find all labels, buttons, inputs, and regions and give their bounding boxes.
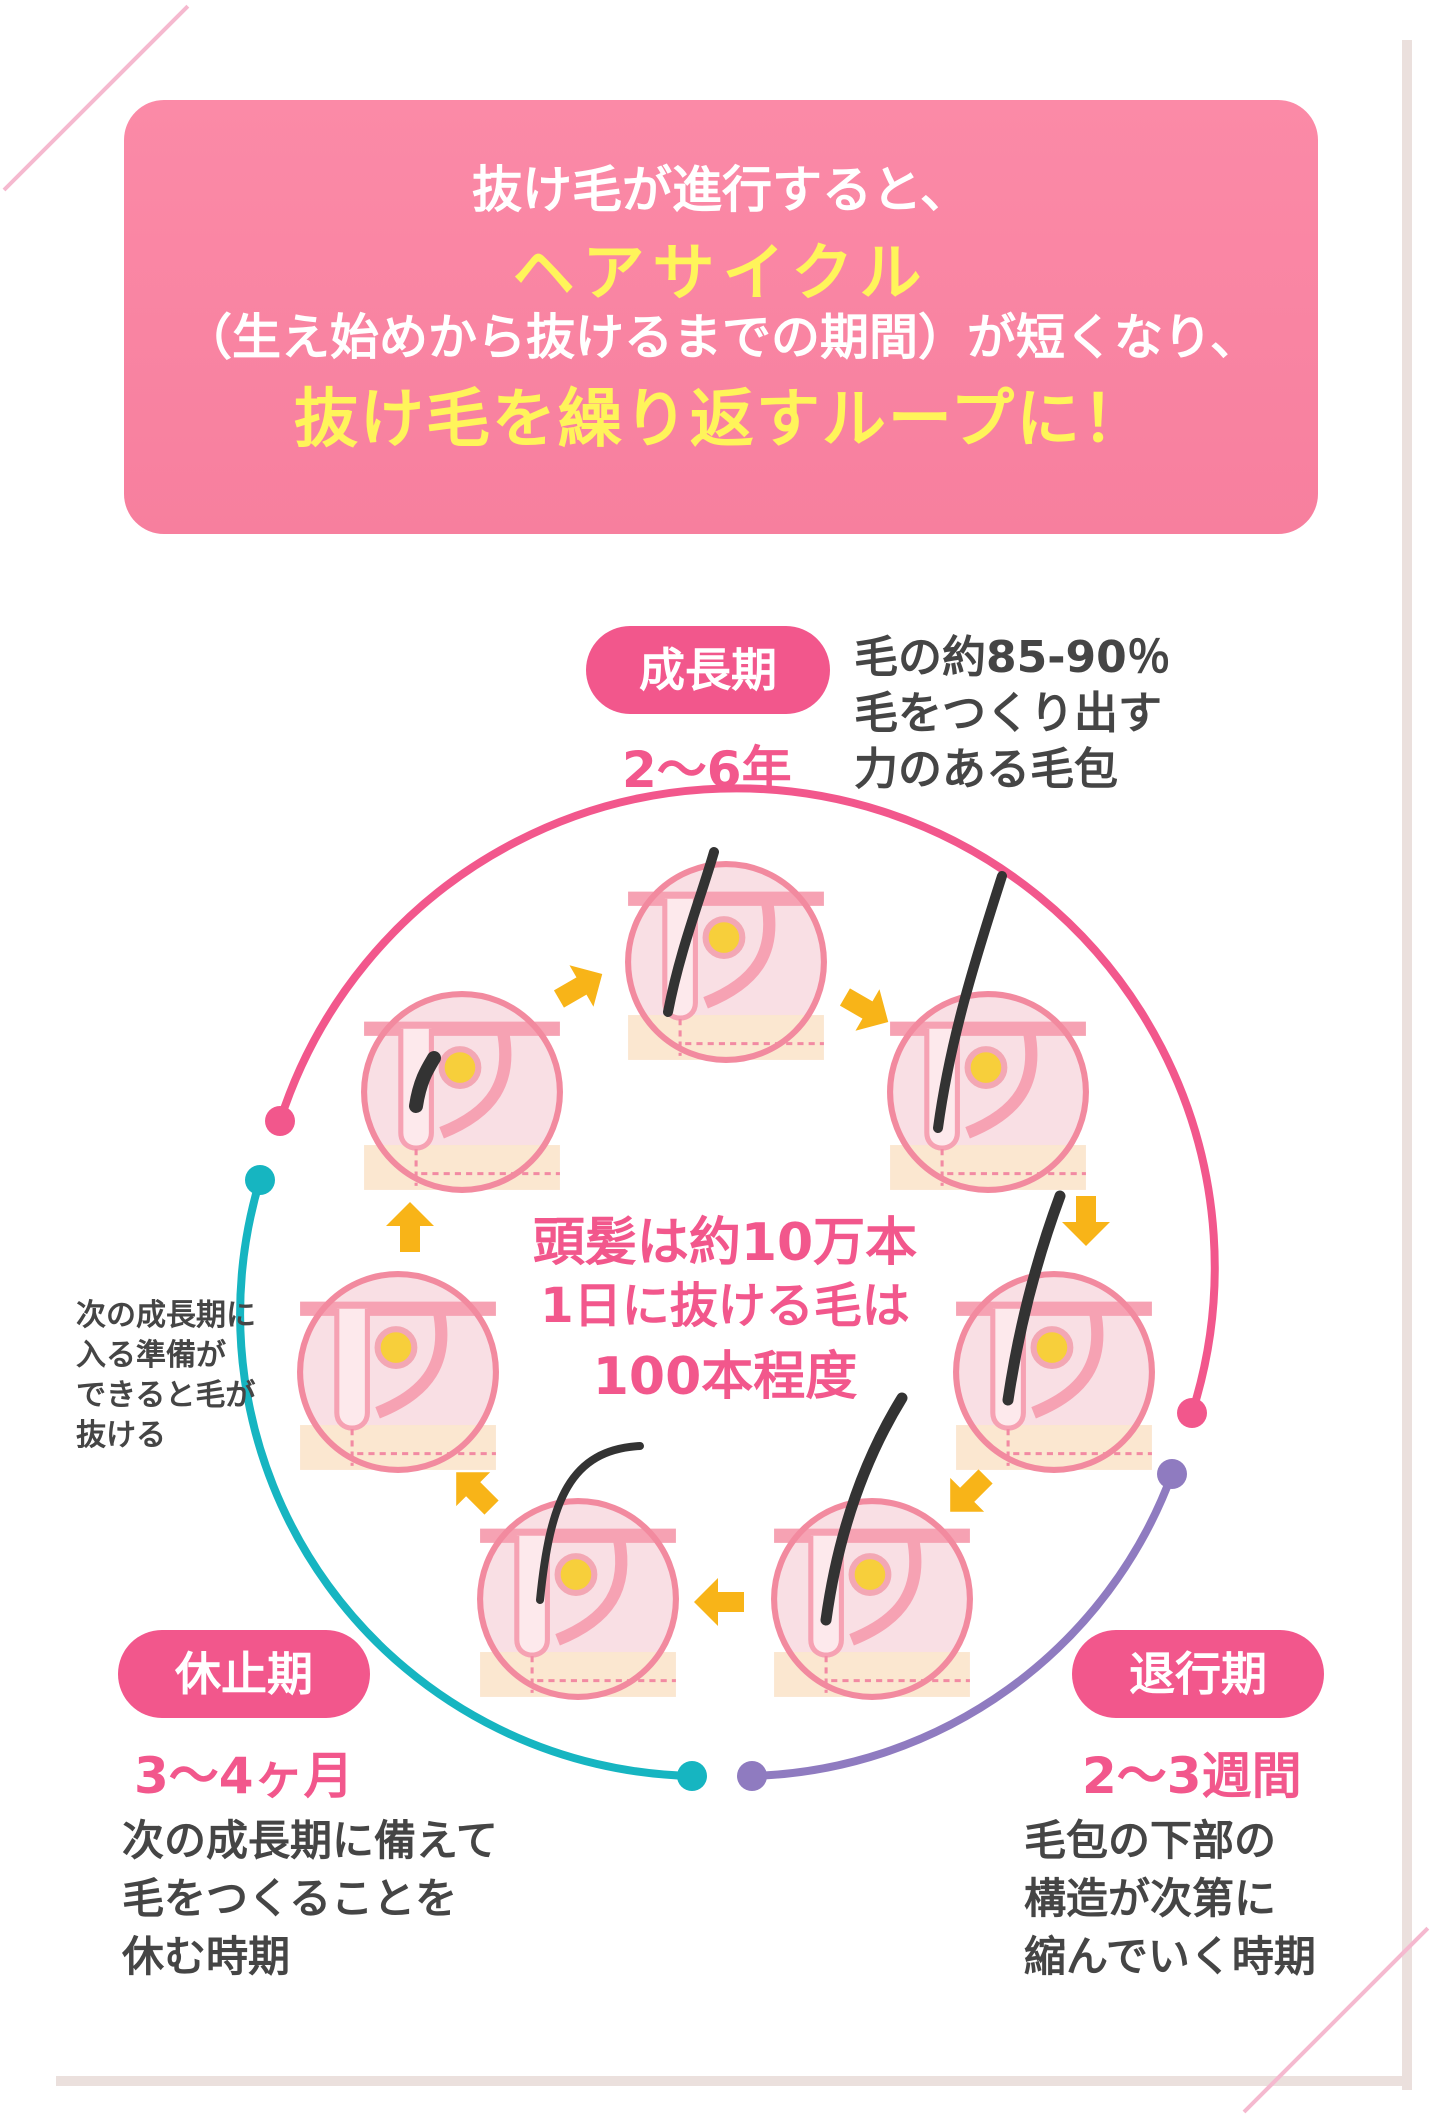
follicle-stage-6-left	[300, 1274, 496, 1470]
follicle-stage-5-bottom	[480, 1501, 676, 1697]
telogen-arc-end-dot	[245, 1165, 275, 1195]
telogen-phase-description: 次の成長期に備えて 毛をつくることを 休む時期	[122, 1816, 498, 1981]
frame-bottom-border	[56, 2076, 1412, 2086]
banner-line-4: 抜け毛を繰り返すループに！	[293, 383, 1149, 457]
catagen-phase-badge: 退行期	[1072, 1630, 1324, 1718]
growth-arc-start-dot	[265, 1106, 295, 1136]
center-text-line-2: 1日に抜ける毛は	[540, 1278, 910, 1334]
growth-phase-duration: 2〜6年	[622, 741, 792, 799]
header-banner: 抜け毛が進行すると、 ヘアサイクル （生え始めから抜けるまでの期間）が短くなり、…	[124, 100, 1318, 534]
catagen-phase-duration: 2〜3週間	[1082, 1747, 1302, 1805]
center-text-line-1: 頭髪は約10万本	[532, 1213, 918, 1273]
hair-strand-top	[663, 847, 719, 1017]
growth-phase-arc	[276, 784, 1219, 1415]
telogen-phase-badge: 休止期	[118, 1630, 370, 1718]
arrow-stage-4-to-5	[694, 1578, 744, 1626]
catagen-arc-end-dot	[737, 1761, 767, 1791]
hair-strand-right	[1002, 1190, 1066, 1406]
frame-right-border	[1402, 40, 1412, 2090]
banner-line-3: （生え始めから抜けるまでの期間）が短くなり、	[182, 309, 1260, 366]
follicle-stage-1-top	[628, 864, 824, 1060]
telogen-phase-arc	[236, 1178, 693, 1780]
hair-strand-bottom	[536, 1442, 644, 1604]
follicle-stage-4-lower-right	[774, 1501, 970, 1697]
banner-line-2: ヘアサイクル	[512, 236, 930, 309]
shedding-description: 次の成長期に 入る準備が できると毛が 抜ける	[76, 1298, 256, 1453]
arrow-stage-6-to-7	[386, 1202, 434, 1252]
banner-line-1: 抜け毛が進行すると、	[472, 161, 970, 219]
hair-strand-upper-right	[933, 871, 1007, 1133]
follicle-stage-3-right	[956, 1274, 1152, 1470]
growth-phase-badge: 成長期	[586, 626, 830, 714]
center-text-line-3: 100本程度	[592, 1347, 858, 1407]
follicle-stage-2-upper-right	[890, 994, 1086, 1190]
telogen-arc-start-dot	[677, 1761, 707, 1791]
telogen-phase-duration: 3〜4ヶ月	[134, 1747, 354, 1805]
catagen-arc-start-dot	[1157, 1459, 1187, 1489]
catagen-phase-arc	[751, 1472, 1176, 1780]
arrow-stage-2-to-3	[1062, 1196, 1110, 1246]
catagen-phase-description: 毛包の下部の 構造が次第に 縮んでいく時期	[1024, 1816, 1316, 1981]
arrow-stage-7-to-1	[546, 953, 615, 1020]
hair-strand-lower-right	[820, 1392, 908, 1626]
growth-arc-end-dot	[1177, 1398, 1207, 1428]
follicle-stage-7-upper-left	[364, 994, 560, 1190]
hair-strand-upper-left	[409, 1051, 441, 1113]
growth-phase-description: 毛の約85-90％ 毛をつくり出す 力のある毛包	[854, 632, 1171, 795]
